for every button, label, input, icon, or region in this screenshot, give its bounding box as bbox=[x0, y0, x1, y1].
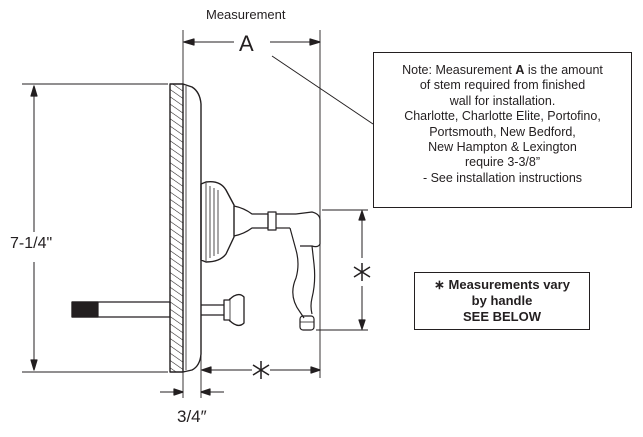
note-line: - See installation instructions bbox=[422, 170, 583, 185]
lever-tip bbox=[299, 315, 315, 331]
height-arrow-bottom bbox=[30, 359, 38, 371]
diverter-knob bbox=[223, 293, 245, 327]
asterisk-horizontal-dim bbox=[252, 361, 270, 379]
note-line: Charlotte, Charlotte Elite, Portofino, bbox=[404, 109, 601, 124]
note-line: wall for installation. bbox=[449, 93, 556, 108]
note-line: Note: Measurement A is the amount bbox=[402, 63, 603, 77]
handle-base bbox=[200, 180, 235, 263]
vary-line-1: ∗ Measurements vary bbox=[434, 277, 570, 292]
a-arrow-right bbox=[309, 38, 321, 46]
note-line: of stem required from finished bbox=[419, 78, 586, 93]
lever-hub bbox=[295, 211, 321, 248]
installation-note-box: Note: Measurement A is the amount of ste… bbox=[373, 52, 632, 208]
a-arrow-left bbox=[183, 38, 195, 46]
vary-line-3: SEE BELOW bbox=[462, 309, 541, 324]
installation-note-text: Note: Measurement A is the amount of ste… bbox=[374, 63, 631, 186]
stem-thread bbox=[71, 301, 99, 318]
depth-dimension-label: 3/4″ bbox=[177, 407, 207, 426]
wall-section bbox=[169, 83, 184, 373]
measurements-vary-text: ∗ Measurements vary by handle SEE BELOW bbox=[415, 277, 589, 325]
asterisk-vertical-dim bbox=[353, 263, 371, 281]
height-dimension-label: 7-1/4" bbox=[10, 235, 53, 252]
measurements-vary-box: ∗ Measurements vary by handle SEE BELOW bbox=[414, 272, 590, 330]
vary-line-2: by handle bbox=[471, 293, 533, 308]
a-leader-line bbox=[271, 55, 374, 125]
lever-arm bbox=[289, 227, 316, 319]
measurement-a-label: A bbox=[239, 31, 254, 56]
handle-neck bbox=[233, 205, 269, 237]
height-arrow-top bbox=[30, 85, 38, 97]
note-line: New Hampton & Lexington bbox=[428, 140, 577, 155]
note-line: require 3-3/8” bbox=[464, 155, 541, 170]
measurement-label: Measurement bbox=[206, 7, 286, 22]
note-line: Portsmouth, New Bedford, bbox=[429, 124, 576, 139]
